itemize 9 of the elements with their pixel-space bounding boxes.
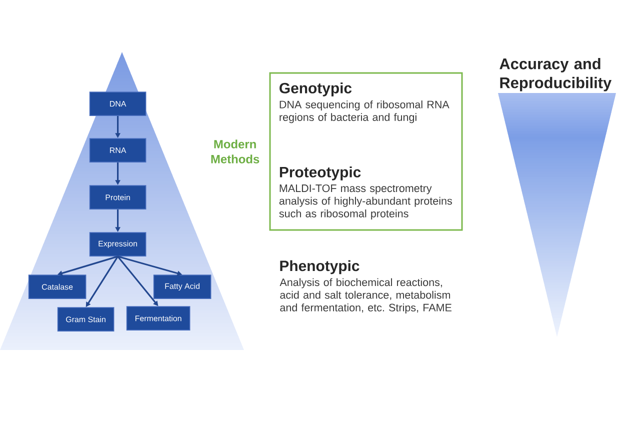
heading: Proteotypic bbox=[280, 166, 361, 180]
heading: Phenotypic bbox=[280, 260, 360, 274]
heading: Accuracy and Reproducibility bbox=[500, 58, 612, 92]
body-text: DNA sequencing of ribosomal RNA regions of bacteria and fungi bbox=[280, 100, 450, 124]
side-label: Modern Methods bbox=[211, 140, 260, 164]
body-text: MALDI-TOF mass spectrometry analysis of highly-abundant proteins such as ribosomal proteins bbox=[279, 184, 452, 220]
body-text: Analysis of biochemical reactions, acid and salt tolerance, metabolism and fermentation, etc. Strips, FAME bbox=[280, 278, 452, 314]
inverted-triangle bbox=[498, 93, 616, 337]
heading: Genotypic bbox=[280, 82, 352, 96]
